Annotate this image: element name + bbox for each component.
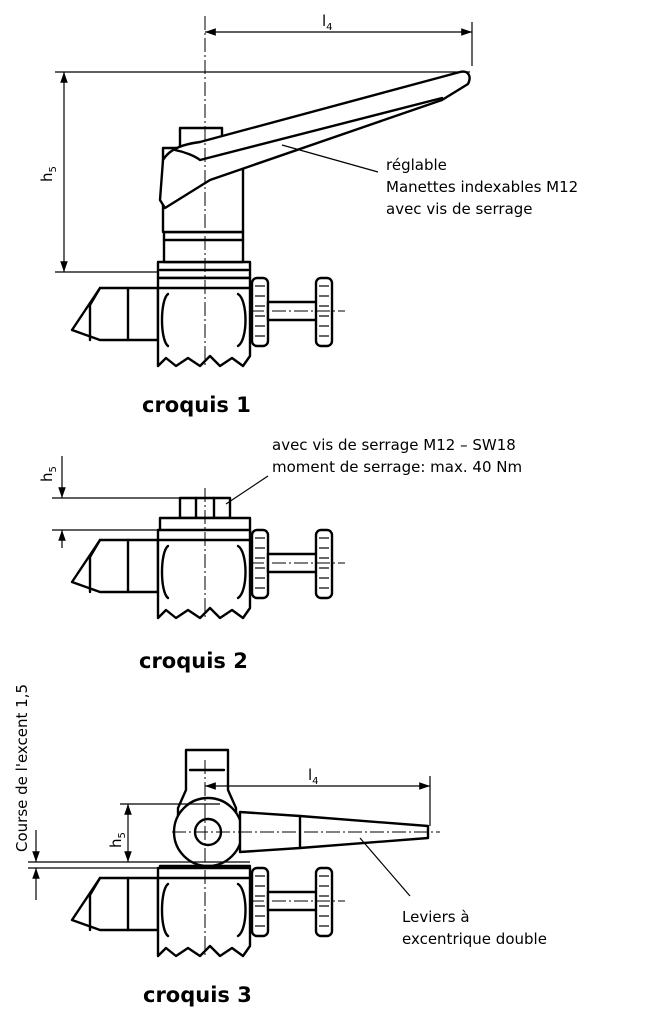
fig1-dim-h5: h5 [38, 166, 59, 182]
fig2-dim-h5: h5 [38, 466, 59, 482]
fig2-note-line2: moment de serrage: max. 40 Nm [272, 458, 522, 476]
fig3-dim-l4: l4 [308, 766, 319, 787]
fig3-note-line1: Leviers à [402, 908, 470, 926]
fig1-note-line1: réglable [386, 156, 447, 174]
fig1-dim-l4: l4 [322, 12, 333, 33]
fig3-stroke-label: Course de l'excent 1,5 [13, 684, 31, 852]
fig3-note-line2: excentrique double [402, 930, 547, 948]
figure-3: l4 h5 Course de l'excent 1,5 Leviers à e… [13, 684, 547, 1007]
fig1-note-line2: Manettes indexables M12 [386, 178, 578, 196]
fig3-caption: croquis 3 [143, 983, 252, 1007]
fig1-caption: croquis 1 [142, 393, 251, 417]
fig3-dim-h5: h5 [107, 832, 128, 848]
fig1-note-line3: avec vis de serrage [386, 200, 533, 218]
figure-2: h5 avec vis de serrage M12 – SW18 moment… [38, 436, 522, 673]
fig2-note-line1: avec vis de serrage M12 – SW18 [272, 436, 516, 454]
figure-1: l4 h5 réglable Manettes indexables M12 a… [38, 12, 578, 417]
fig2-caption: croquis 2 [139, 649, 248, 673]
